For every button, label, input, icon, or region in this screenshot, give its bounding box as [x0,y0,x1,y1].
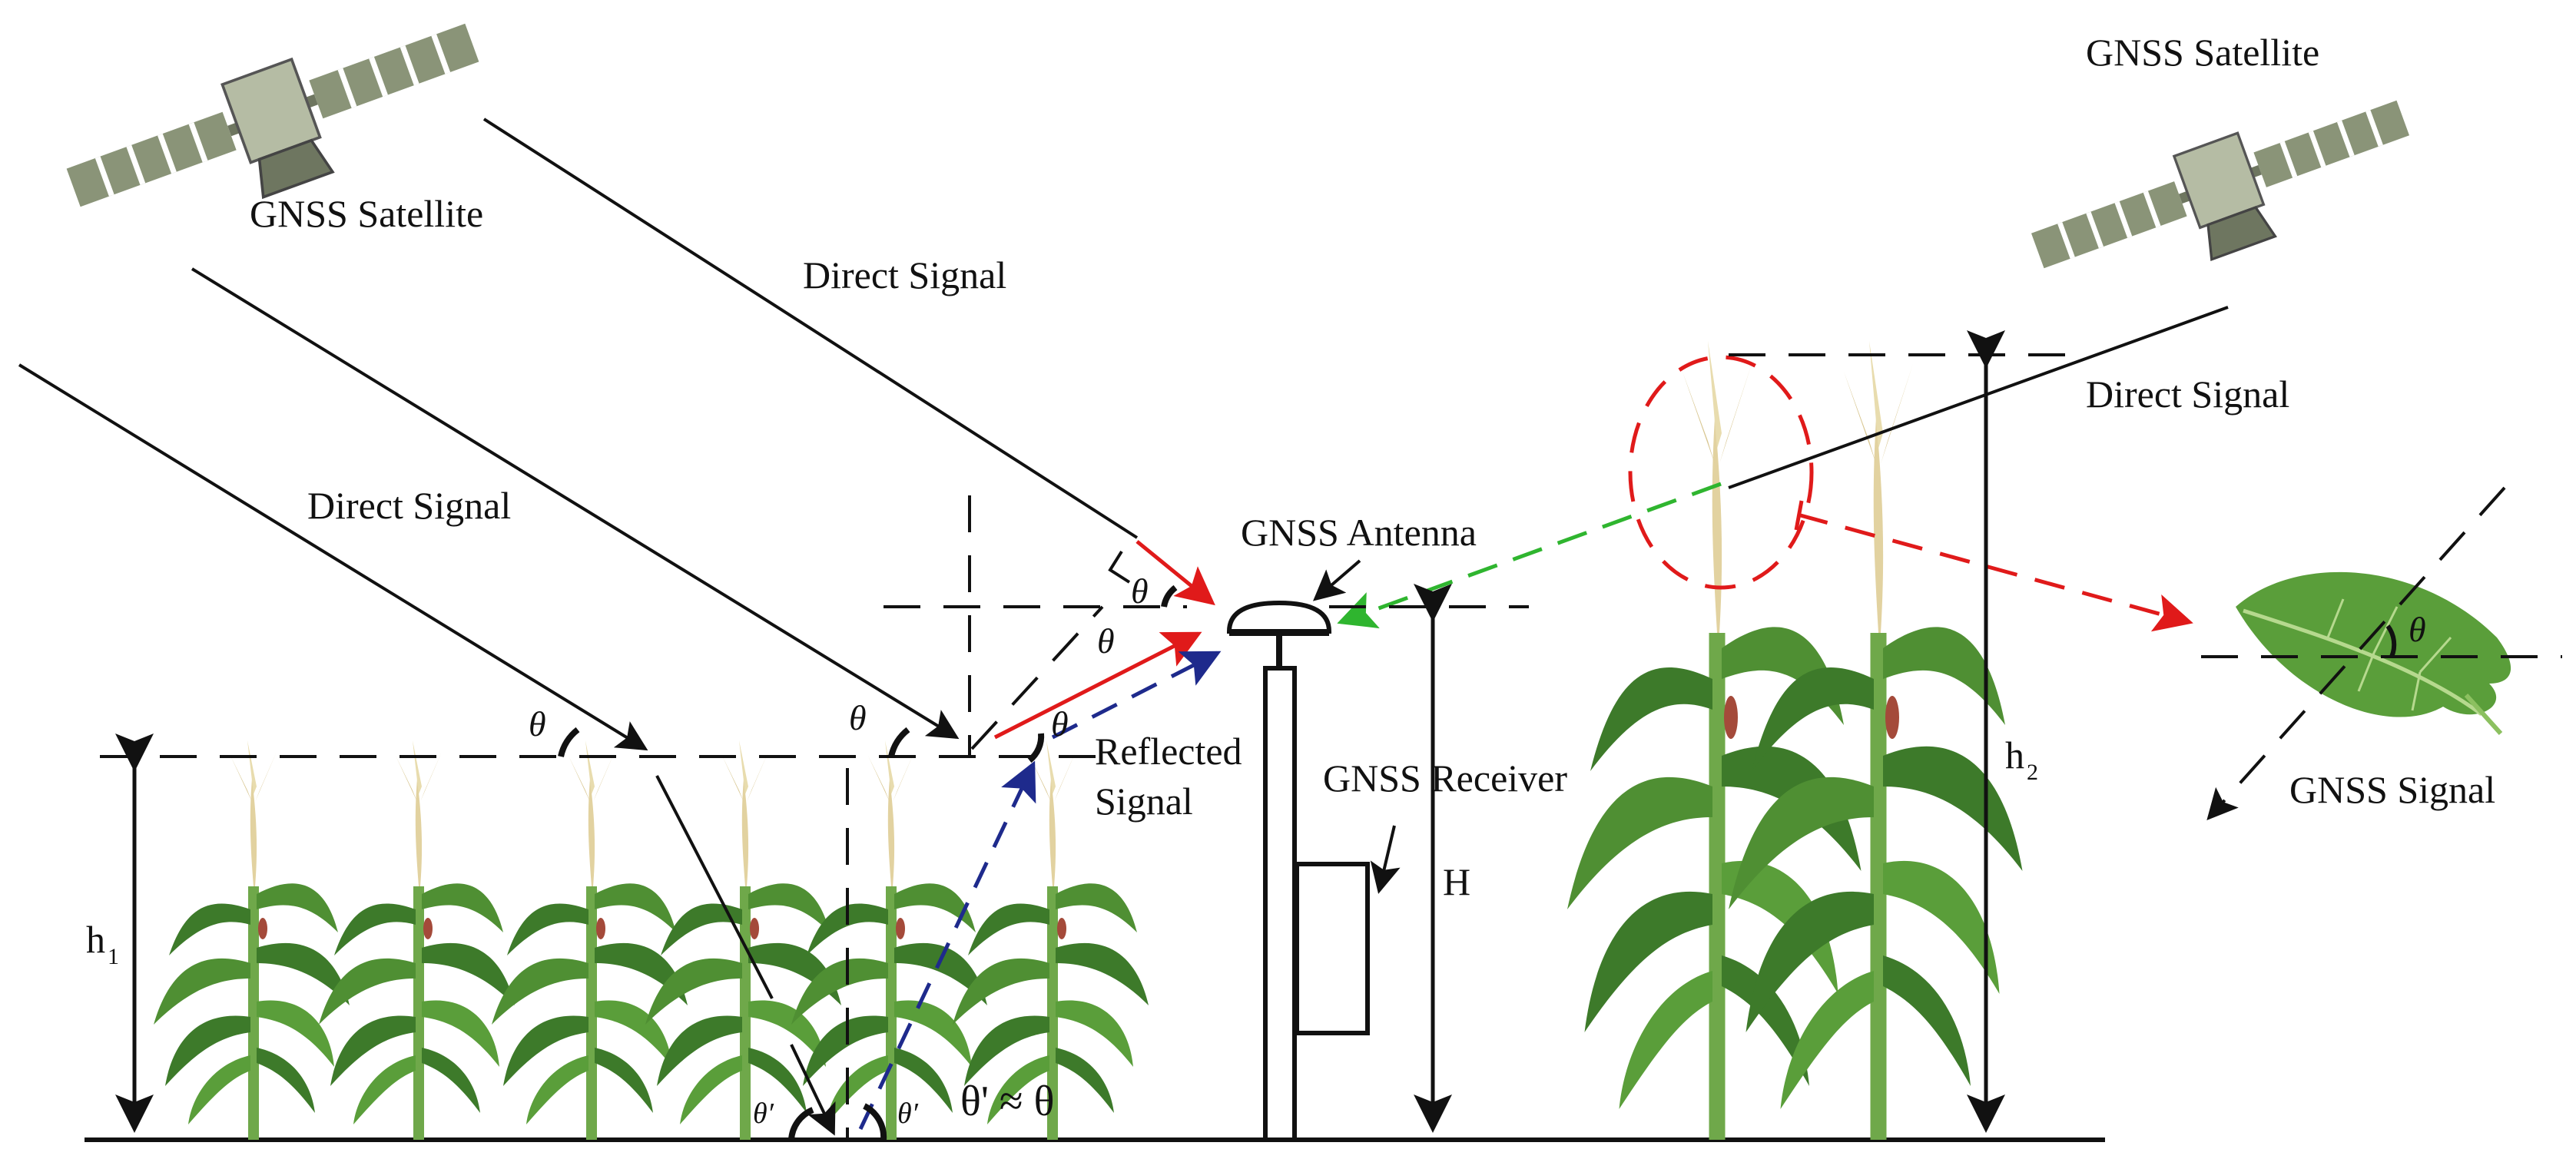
antenna-label: GNSS Antenna [1241,511,1477,554]
reflected-arrow-red [993,631,1202,740]
corn-plant-icon [791,740,987,1140]
reflected-signal-blue [858,760,1036,1131]
receiver-box [1295,862,1370,1035]
approx-relation-label: θ' ≈ θ [960,1078,1054,1125]
direct-signal-label: Direct Signal [803,253,1006,296]
direct-signal-line [482,118,1139,539]
leaf-icon [2236,571,2511,736]
satellite-right-icon [2023,78,2425,314]
satellite-right-label: GNSS Satellite [2086,31,2319,74]
scattering-region-circle [1628,355,1814,590]
direct-signal-line [18,363,648,751]
theta-label: θ [1131,571,1149,611]
direct-signal-label: Direct Signal [307,484,511,527]
corn-plant-icon [319,740,515,1140]
antenna-pole [1263,666,1297,1142]
height-label-h1: h [86,918,105,961]
height-label-h2-sub: 2 [2027,760,2038,785]
height-label-H: H [1443,860,1470,903]
theta-label: θ [529,704,546,743]
corn-plant-icon [154,740,350,1140]
height-label-h1-sub: 1 [108,944,119,969]
height-label-h2: h [2005,733,2024,777]
satellite-left-label: GNSS Satellite [250,192,483,235]
direct-signal-line [191,267,960,740]
direct-arrow-red [1135,540,1215,606]
reflected-signal-label: Reflected [1095,730,1242,773]
reflected-signal-label: Signal [1095,780,1193,823]
canopy-signal-green [1337,482,1722,629]
gnss-signal-label: GNSS Signal [2289,768,2495,811]
theta-prime-label: θ′ [897,1098,919,1130]
theta-label: θ [849,698,867,737]
theta-label: θ [1097,621,1115,661]
theta-label: θ [1051,704,1069,743]
theta-label: θ [2409,610,2426,649]
reflected-signal-blue [1051,651,1222,740]
receiver-label: GNSS Receiver [1323,757,1567,800]
corn-field-right [1567,341,2023,1140]
theta-prime-label: θ′ [753,1098,774,1130]
antenna-icon [1226,600,1332,668]
direct-signal-label: Direct Signal [2086,373,2289,416]
